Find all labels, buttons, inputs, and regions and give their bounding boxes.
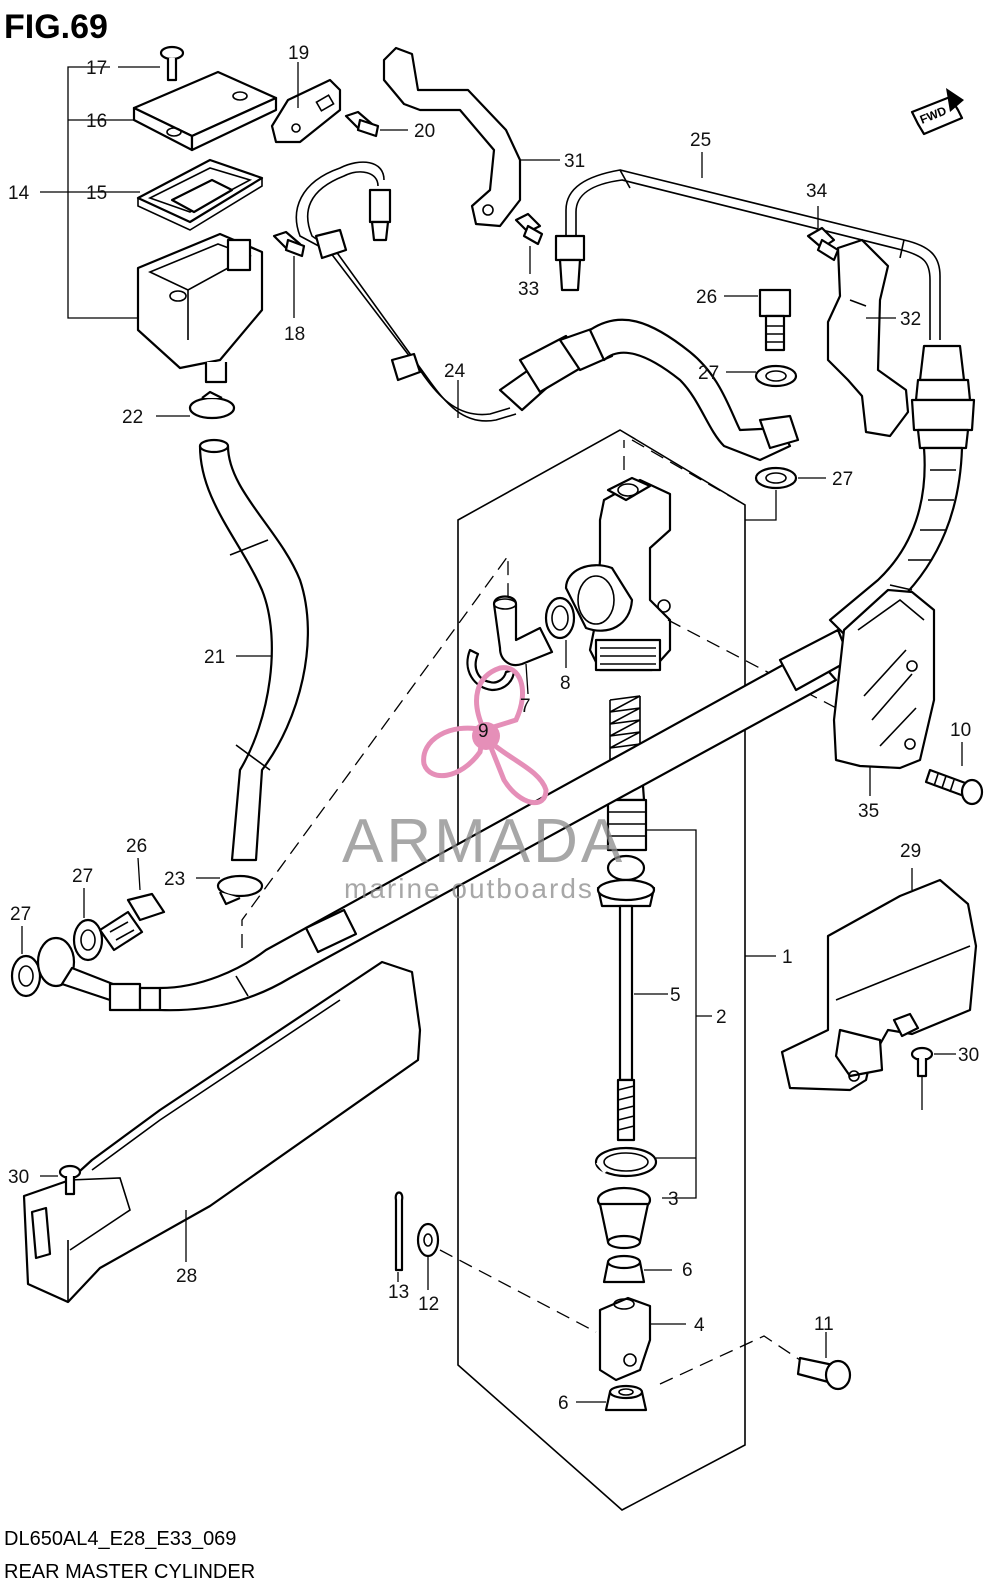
banjo-fitting-left-icon [36,936,162,1012]
callout-34: 34 [806,181,828,202]
callout-27-left-b: 27 [72,866,93,887]
hose-24-icon [295,161,614,422]
callout-19: 19 [288,43,309,64]
watermark-brand: ARMADA [342,807,625,876]
callout-11: 11 [814,1314,834,1335]
callout-6-lower: 6 [558,1393,569,1414]
callout-3: 3 [668,1189,679,1210]
callout-28: 28 [176,1266,197,1287]
dash-tie-23 [241,554,509,948]
callout-23: 23 [164,869,185,890]
cover-29-icon [780,868,978,1092]
callout-12: 12 [418,1294,439,1315]
pipe-25-icon [554,152,941,340]
armada-logo: ARMADA marine outboards [342,665,625,904]
reservoir-tube-icon [588,318,800,462]
callout-27-top: 27 [698,363,719,384]
callout-5: 5 [670,985,681,1006]
callout-26-top: 26 [696,287,717,308]
model-code: DL650AL4_E28_E33_069 [4,1528,236,1550]
callout-20: 20 [414,121,435,142]
bracket-2 [646,829,712,1199]
boot-3-icon [596,1186,652,1250]
clevis-pin-11-icon [659,1332,852,1391]
callout-9: 9 [478,721,489,742]
callout-10: 10 [950,720,971,741]
clevis-4-icon [598,1296,686,1382]
callout-33: 33 [518,279,539,300]
callout-6-upper: 6 [682,1260,693,1281]
callout-8: 8 [560,673,571,694]
callout-27-right: 27 [832,469,853,490]
banjo-bolt-26-icon [724,288,792,352]
callout-17: 17 [86,58,107,79]
callout-27-left-a: 27 [10,904,31,925]
screw-30-right-icon [910,1046,956,1110]
callout-32: 32 [900,309,921,330]
push-rod-5-icon [596,854,668,1142]
guard-35-icon [832,588,936,796]
fwd-arrow-icon: FWD [910,88,964,136]
figure-title: FIG.69 [4,8,108,46]
elbow-fitting-7-icon [492,595,554,695]
bolt-34-icon [806,206,840,262]
cylinder-body-1-icon [564,439,746,672]
callout-35: 35 [858,801,879,822]
screw-17-icon [118,45,185,82]
watermark-tagline: marine outboards [344,873,594,904]
callout-14: 14 [8,183,30,204]
clamp-22-icon [156,390,236,420]
screw-30-left-icon [40,1164,82,1196]
o-ring-8-icon [544,596,576,668]
callout-18: 18 [284,324,305,345]
callout-2: 2 [716,1007,727,1028]
washer-27-lower-icon [745,466,826,521]
callout-24: 24 [444,361,466,382]
clamp-23-icon [196,874,264,906]
dash-tie-35 [667,619,841,711]
bolt-20-icon [344,110,408,138]
callout-25: 25 [690,130,711,151]
callout-13: 13 [388,1282,409,1303]
callout-26-left: 26 [126,836,147,857]
banjo-bolt-26-left-icon [98,857,166,952]
circlip-lower-icon [594,1146,658,1178]
callout-4: 4 [694,1315,705,1336]
diaphragm-15-icon [136,158,264,231]
figure-caption: REAR MASTER CYLINDER [4,1561,255,1583]
hose-21-icon [198,438,309,862]
washer-27-left-a-icon [10,926,42,998]
reservoir-cap-16-icon [132,70,278,152]
washer-27-left-b-icon [72,888,104,962]
nut-6-upper-icon [602,1254,672,1284]
brake-hose-lower-icon [158,628,852,1012]
brake-hose-right-icon [828,344,976,642]
assembly-1-outline [457,429,746,1511]
callout-29: 29 [900,841,921,862]
reservoir-14-icon [136,232,264,384]
bolt-10-icon [924,742,984,806]
bolt-18-icon [272,230,306,318]
bracket-19-icon [270,62,342,144]
callout-22: 22 [122,407,143,428]
washer-12-icon [416,1222,597,1333]
bracket-31-icon [382,46,560,228]
cover-28-icon [22,960,422,1304]
callout-30-right: 30 [958,1045,979,1066]
nut-6-lower-icon [576,1384,648,1412]
bracket-32-icon [826,238,910,438]
callout-31: 31 [564,151,585,172]
callout-30-left: 30 [8,1167,29,1188]
callout-16: 16 [86,111,107,132]
bolt-33-icon [514,212,544,274]
callout-1: 1 [782,947,793,968]
cotter-pin-13-icon [394,1191,404,1282]
callout-7: 7 [520,696,531,717]
callout-21: 21 [204,647,225,668]
washer-27-top-icon [726,364,798,388]
callout-15: 15 [86,183,107,204]
